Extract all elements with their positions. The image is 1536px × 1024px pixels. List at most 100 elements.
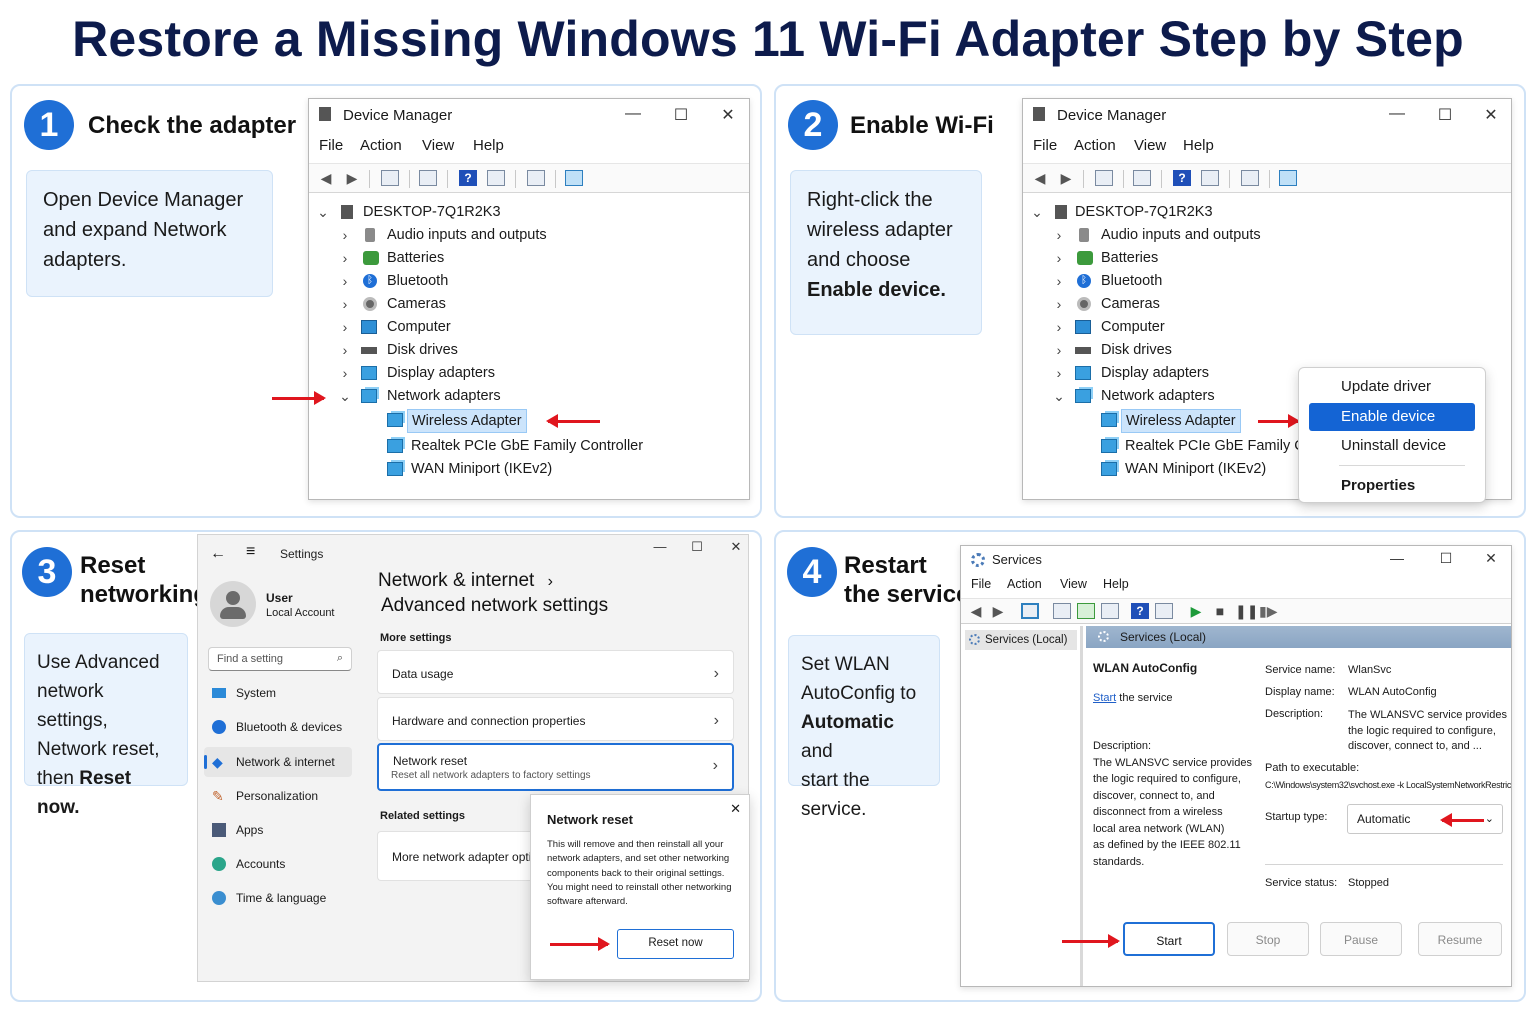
chevron-right-icon: › [712,757,718,774]
bluetooth-icon: ᛒ [363,274,377,288]
minimize-icon[interactable]: — [1390,550,1404,566]
nav-accounts[interactable]: Accounts [204,849,352,879]
pause-icon[interactable]: ❚❚ [1235,603,1259,619]
step-2-badge: 2 [788,100,838,150]
desc-line: and choose [807,249,911,271]
breadcrumb-parent[interactable]: Network & internet [378,570,535,591]
services-gear-icon [971,553,985,567]
back-arrow-icon[interactable]: ← [210,545,226,562]
value-description: The WLANSVC service provides the logic r… [1348,709,1507,752]
resume-button[interactable]: Resume [1418,922,1502,956]
nav-apps[interactable]: Apps [204,815,352,845]
menu-file[interactable]: File [319,137,344,154]
stop-icon[interactable]: ■ [1215,603,1225,619]
scan-hardware-icon[interactable] [527,170,545,186]
maximize-icon[interactable]: ☐ [1439,550,1453,566]
menu-help[interactable]: Help [1103,577,1129,591]
minimize-icon[interactable]: — [625,105,641,122]
context-menu: Update driver Enable device Uninstall de… [1298,367,1486,503]
card-data-usage[interactable]: Data usage › [377,650,734,694]
properties-icon[interactable] [1053,603,1071,619]
minimize-icon[interactable]: — [653,539,667,554]
step-1-title: Check the adapter [88,112,297,139]
disk-icon [1075,347,1091,354]
menu-view[interactable]: View [1134,137,1167,154]
step-4-description: Set WLAN AutoConfig to Automatic and sta… [788,635,940,820]
user-account-type: Local Account [266,607,335,619]
menu-action[interactable]: Action [1074,137,1116,154]
menu-file[interactable]: File [971,577,992,591]
value-service-status: Stopped [1348,877,1389,889]
maximize-icon[interactable]: ☐ [673,107,689,124]
resume-icon[interactable]: ▮▶ [1259,603,1278,619]
export-icon[interactable] [1101,603,1119,619]
properties-icon[interactable] [419,170,437,186]
forward-icon[interactable]: ▶ [346,170,358,186]
close-icon[interactable]: ✕ [730,801,741,816]
menu-help[interactable]: Help [1183,137,1214,154]
search-input[interactable]: Find a setting ⌕ [208,647,352,671]
start-service-link[interactable]: Start [1093,692,1117,704]
console-tree-icon[interactable] [381,170,399,186]
network-adapter-icon [387,462,403,476]
forward-icon[interactable]: ▶ [1060,170,1072,186]
minimize-icon[interactable]: — [1389,105,1405,122]
maximize-icon[interactable]: ☐ [1437,107,1453,124]
menu-action[interactable]: Action [360,137,402,154]
menu-file[interactable]: File [1033,137,1058,154]
view-icon[interactable] [487,170,505,186]
card-hardware-properties[interactable]: Hardware and connection properties › [377,697,734,741]
menu-action[interactable]: Action [1007,577,1042,591]
hamburger-icon[interactable]: ≡ [246,543,256,560]
help-icon[interactable]: ? [1131,603,1149,619]
menu-view[interactable]: View [422,137,455,154]
speaker-icon [1079,228,1089,242]
menu-update-driver[interactable]: Update driver [1341,378,1432,395]
back-icon[interactable]: ◀ [320,170,332,186]
menu-enable-device[interactable]: Enable device [1309,403,1475,431]
step-4-badge: 4 [787,547,837,597]
nav-bluetooth-devices[interactable]: Bluetooth & devices [204,712,352,742]
close-icon[interactable]: ✕ [721,107,735,124]
help-icon[interactable]: ? [459,170,477,186]
tree-services-local[interactable]: Services (Local) [965,630,1077,650]
scan-hardware-icon[interactable] [1241,170,1259,186]
menu-help[interactable]: Help [473,137,504,154]
network-adapter-icon [387,439,403,453]
help-icon[interactable]: ? [1173,170,1191,186]
divider [1265,864,1503,865]
monitor-icon[interactable] [1279,170,1297,186]
monitor-icon[interactable] [565,170,583,186]
card-network-reset[interactable]: Network reset Reset all network adapters… [377,743,734,791]
properties-icon[interactable] [1133,170,1151,186]
nav-network-internet[interactable]: ◆Network & internet [204,747,352,777]
chevron-right-icon: › [713,712,719,729]
dialog-title: Network reset [547,812,633,827]
close-icon[interactable]: ✕ [1485,550,1497,566]
reset-now-button[interactable]: Reset now [617,929,734,959]
back-icon[interactable]: ◀ [970,603,982,619]
desc-line: then Reset now. [37,768,132,818]
red-arrow-right [550,937,610,951]
pause-button[interactable]: Pause [1320,922,1402,956]
stop-button[interactable]: Stop [1227,922,1309,956]
menu-uninstall-device[interactable]: Uninstall device [1341,437,1447,454]
menu-view[interactable]: View [1060,577,1087,591]
console-tree-icon[interactable] [1021,603,1039,619]
close-icon[interactable]: ✕ [730,539,742,554]
view-icon[interactable] [1201,170,1219,186]
back-icon[interactable]: ◀ [1034,170,1046,186]
view-icon[interactable] [1155,603,1173,619]
nav-system[interactable]: System [204,678,352,708]
forward-icon[interactable]: ▶ [992,603,1004,619]
nav-personalization[interactable]: ✎Personalization [204,781,352,811]
menu-properties[interactable]: Properties [1341,477,1416,494]
console-tree-icon[interactable] [1095,170,1113,186]
start-button[interactable]: Start [1123,922,1215,956]
play-icon[interactable]: ▶ [1190,603,1202,619]
refresh-icon[interactable] [1077,603,1095,619]
nav-time-language[interactable]: Time & language [204,883,352,913]
maximize-icon[interactable]: ☐ [691,539,703,554]
close-icon[interactable]: ✕ [1484,107,1498,124]
start-service-link-row: Start the service [1093,692,1173,704]
